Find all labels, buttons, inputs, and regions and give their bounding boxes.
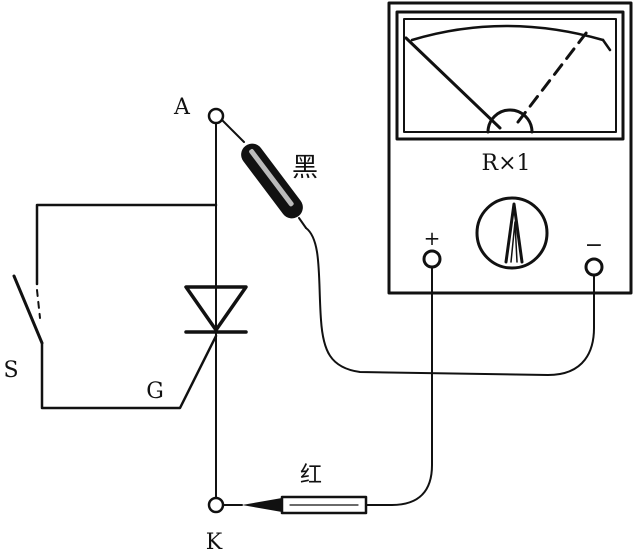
- minus-terminal: [584, 257, 604, 277]
- anode-terminal: [207, 107, 225, 125]
- black-probe-lead: [305, 227, 595, 376]
- meter-scale-tail: [601, 38, 612, 52]
- plus-label: +: [424, 226, 441, 250]
- thyristor-symbol: [184, 285, 248, 334]
- meter-display-outer: [395, 10, 625, 141]
- switch-label: S: [3, 358, 18, 383]
- meter-needle-solid: [404, 36, 502, 130]
- cathode-terminal: [207, 496, 225, 514]
- black-probe: [221, 119, 595, 376]
- meter-pivot: [486, 108, 534, 134]
- meter-scale-arc: [410, 24, 605, 42]
- red-probe-label: 红: [300, 463, 322, 488]
- range-label: R×1: [482, 151, 531, 176]
- gate-loop-wire: [35, 203, 218, 286]
- switch-s: [12, 274, 44, 345]
- red-probe: [222, 266, 433, 515]
- meter-needle-dashed: [516, 26, 592, 124]
- gate-return-wire: [40, 334, 218, 410]
- anode-label: A: [173, 95, 191, 120]
- gate-label: G: [146, 379, 164, 404]
- plus-terminal: [422, 249, 442, 269]
- range-selector-knob: [475, 196, 549, 270]
- meter-case: [387, 1, 633, 295]
- multimeter: R×1 + −: [387, 1, 633, 295]
- cathode-label: K: [206, 530, 223, 555]
- minus-label: −: [585, 233, 603, 258]
- black-probe-label: 黑: [292, 153, 318, 183]
- meter-display-inner: [403, 18, 617, 133]
- red-probe-lead: [365, 266, 433, 506]
